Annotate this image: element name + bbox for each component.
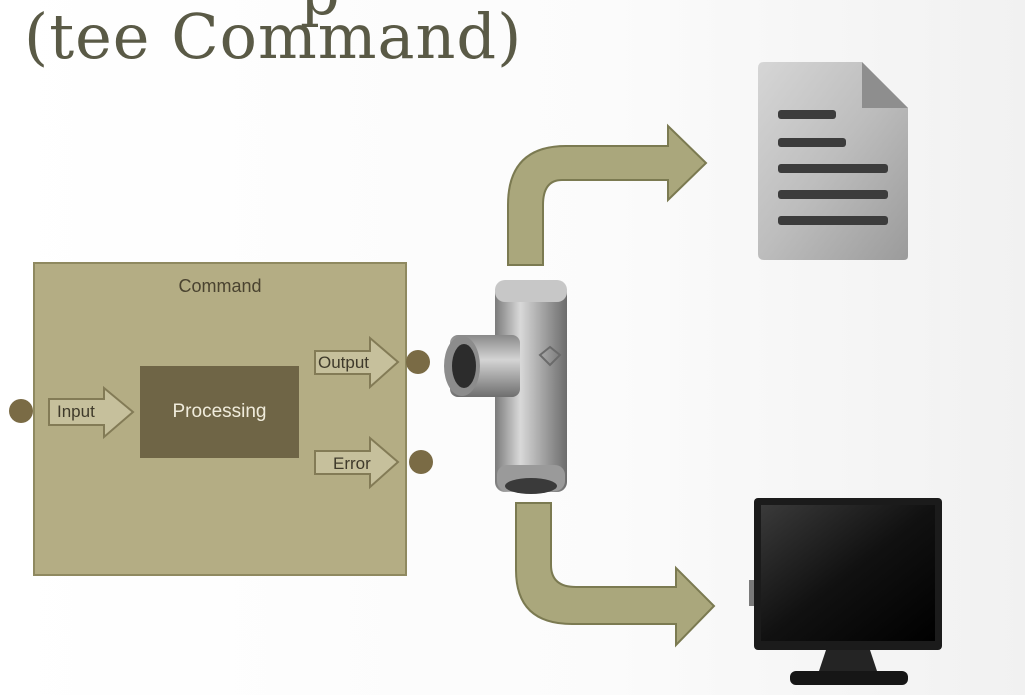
error-connector-dot xyxy=(409,450,433,474)
tee-pipe-fitting-icon xyxy=(444,280,567,494)
input-connector-dot xyxy=(9,399,33,423)
input-arrow xyxy=(48,385,135,440)
command-label: Command xyxy=(178,276,262,296)
error-arrow xyxy=(314,435,400,490)
error-label: Error xyxy=(333,454,371,473)
input-label: Input xyxy=(57,402,95,421)
processing-box xyxy=(140,366,299,458)
lower-output-arrow xyxy=(515,502,716,648)
output-arrow xyxy=(314,335,400,390)
title-top-fragment: p xyxy=(300,0,340,29)
output-connector-dot xyxy=(406,350,430,374)
upper-output-arrow xyxy=(507,123,708,266)
document-file-icon xyxy=(758,62,908,260)
output-label: Output xyxy=(318,353,370,372)
computer-monitor-icon xyxy=(749,498,942,685)
processing-label: Processing xyxy=(172,401,267,422)
slide-title: (tee Command) xyxy=(24,0,523,73)
